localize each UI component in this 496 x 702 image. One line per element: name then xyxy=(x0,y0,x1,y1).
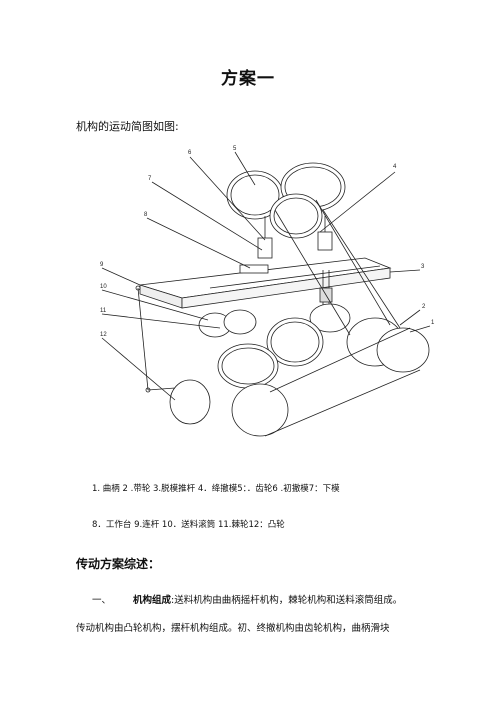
label-9: 9 xyxy=(100,262,104,268)
label-3: 3 xyxy=(421,264,425,270)
intro-text: 机构的运动简图如图: xyxy=(76,120,179,133)
pulley-bottom-left xyxy=(169,379,211,425)
list-number: 一、 xyxy=(92,595,112,606)
section-title: 传动方案综述： xyxy=(76,557,161,571)
ratchet-wheel xyxy=(217,343,279,389)
label-10: 10 xyxy=(100,284,107,290)
pulley-bottom-big xyxy=(231,383,289,437)
label-8: 8 xyxy=(144,212,148,218)
feed-roller-2 xyxy=(223,309,257,335)
label-5: 5 xyxy=(233,146,237,152)
mechanism-diagram: 9 10 11 12 6 5 4 7 8 3 2 1 xyxy=(100,146,435,437)
bold-term: 机构组成 xyxy=(133,595,172,606)
paragraph-2: 传动机构由凸轮机构，摆杆机构组成。初、终撤机构由齿轮机构，曲柄滑块 xyxy=(76,623,390,634)
figure-caption-line2: 8．工作台 9.连杆 10．送料滚筒 11.棘轮12：凸轮 xyxy=(92,520,285,530)
label-12: 12 xyxy=(100,332,107,338)
page-title: 方案一 xyxy=(221,69,275,89)
label-1: 1 xyxy=(431,320,435,326)
feed-roller-3 xyxy=(309,303,351,333)
figure-caption-line1: 1. 曲柄 2 .带轮 3.脱模推杆 4．绛撤模5：．齿轮6 .初撤模7：下模 xyxy=(92,484,340,494)
label-4: 4 xyxy=(393,164,397,170)
cam-wheel xyxy=(266,317,324,367)
gear-top-middle xyxy=(269,193,323,239)
paragraph-text: :送料机构由曲柄摇杆机构，棘轮机构和送料滚筒组成。 xyxy=(171,595,403,606)
label-2: 2 xyxy=(422,304,426,310)
label-6: 6 xyxy=(188,150,192,156)
label-7: 7 xyxy=(148,176,152,182)
label-11: 11 xyxy=(100,308,107,314)
paragraph-1: 一、 机构组成:送料机构由曲柄摇杆机构，棘轮机构和送料滚筒组成。 xyxy=(76,591,436,611)
pulley-far-right xyxy=(376,327,430,373)
